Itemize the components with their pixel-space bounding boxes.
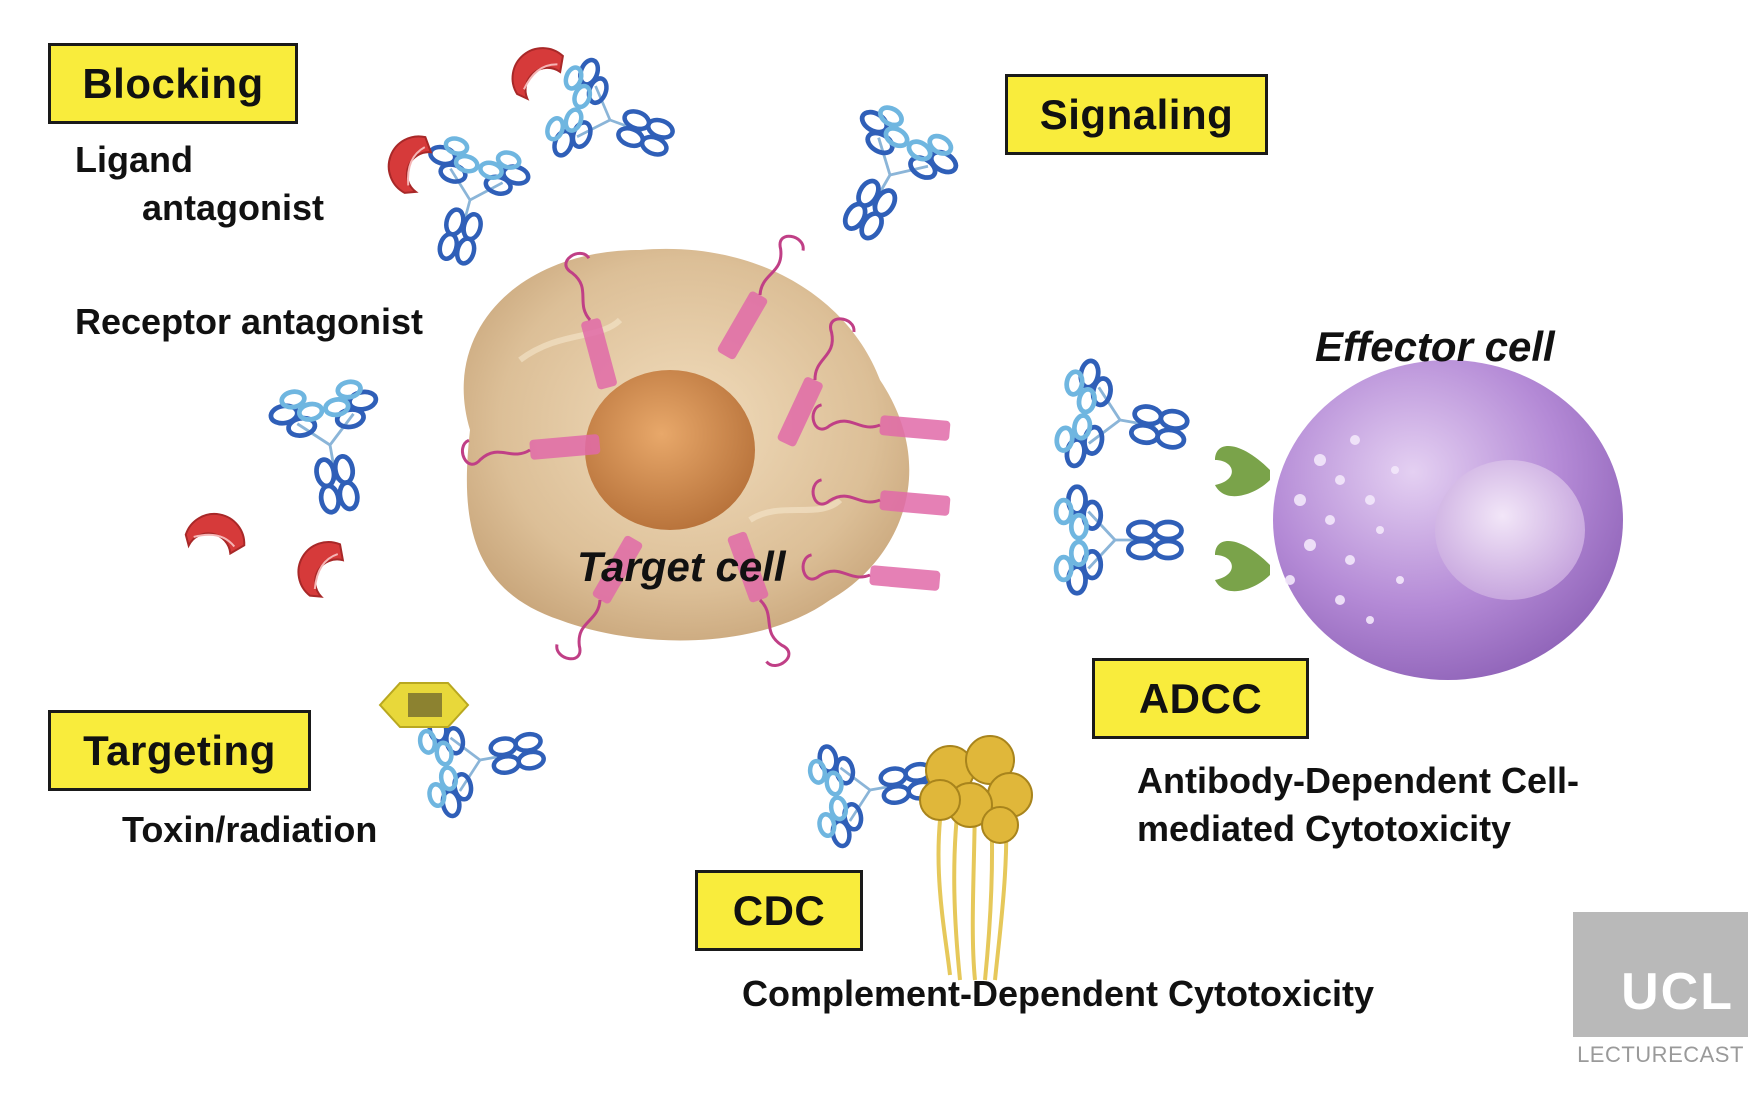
cdc-description: Complement-Dependent Cytotoxicity [742,973,1375,1014]
signaling-label: Signaling [1039,90,1234,138]
toxin-radiation-label: Toxin/radiation [122,809,378,850]
effector-cell [1273,360,1623,680]
targeting-label: Targeting [83,726,276,774]
ucl-logo-text: UCL [1621,963,1734,1021]
cdc-label: CDC [732,886,826,934]
fc-receptor [1215,446,1270,592]
cdc-box: CDC [695,870,863,951]
effector-nucleus [1435,460,1585,600]
target-cell-label: Target cell [577,543,786,590]
ucl-logo: UCL [1573,912,1748,1037]
complement-complex [919,735,1033,981]
receptor-antagonist-label: Receptor antagonist [75,301,424,342]
adcc-label: ADCC [1138,674,1263,722]
adcc-description-line1: Antibody-Dependent Cell- [1137,760,1579,801]
signaling-box: Signaling [1005,74,1268,155]
target-nucleus [585,370,755,530]
blocking-label: Blocking [82,59,264,107]
lecturecast-text: LECTURECAST [1577,1042,1744,1067]
ligand-antagonist-line2: antagonist [142,187,325,228]
toxin [378,682,470,728]
target-cell [463,248,910,641]
ligand-antagonist-line1: Ligand [75,139,193,180]
adcc-box: ADCC [1092,658,1309,739]
adcc-description-line2: mediated Cytotoxicity [1137,808,1512,849]
targeting-box: Targeting [48,710,311,791]
blocking-box: Blocking [48,43,298,124]
effector-cell-label: Effector cell [1315,323,1555,370]
